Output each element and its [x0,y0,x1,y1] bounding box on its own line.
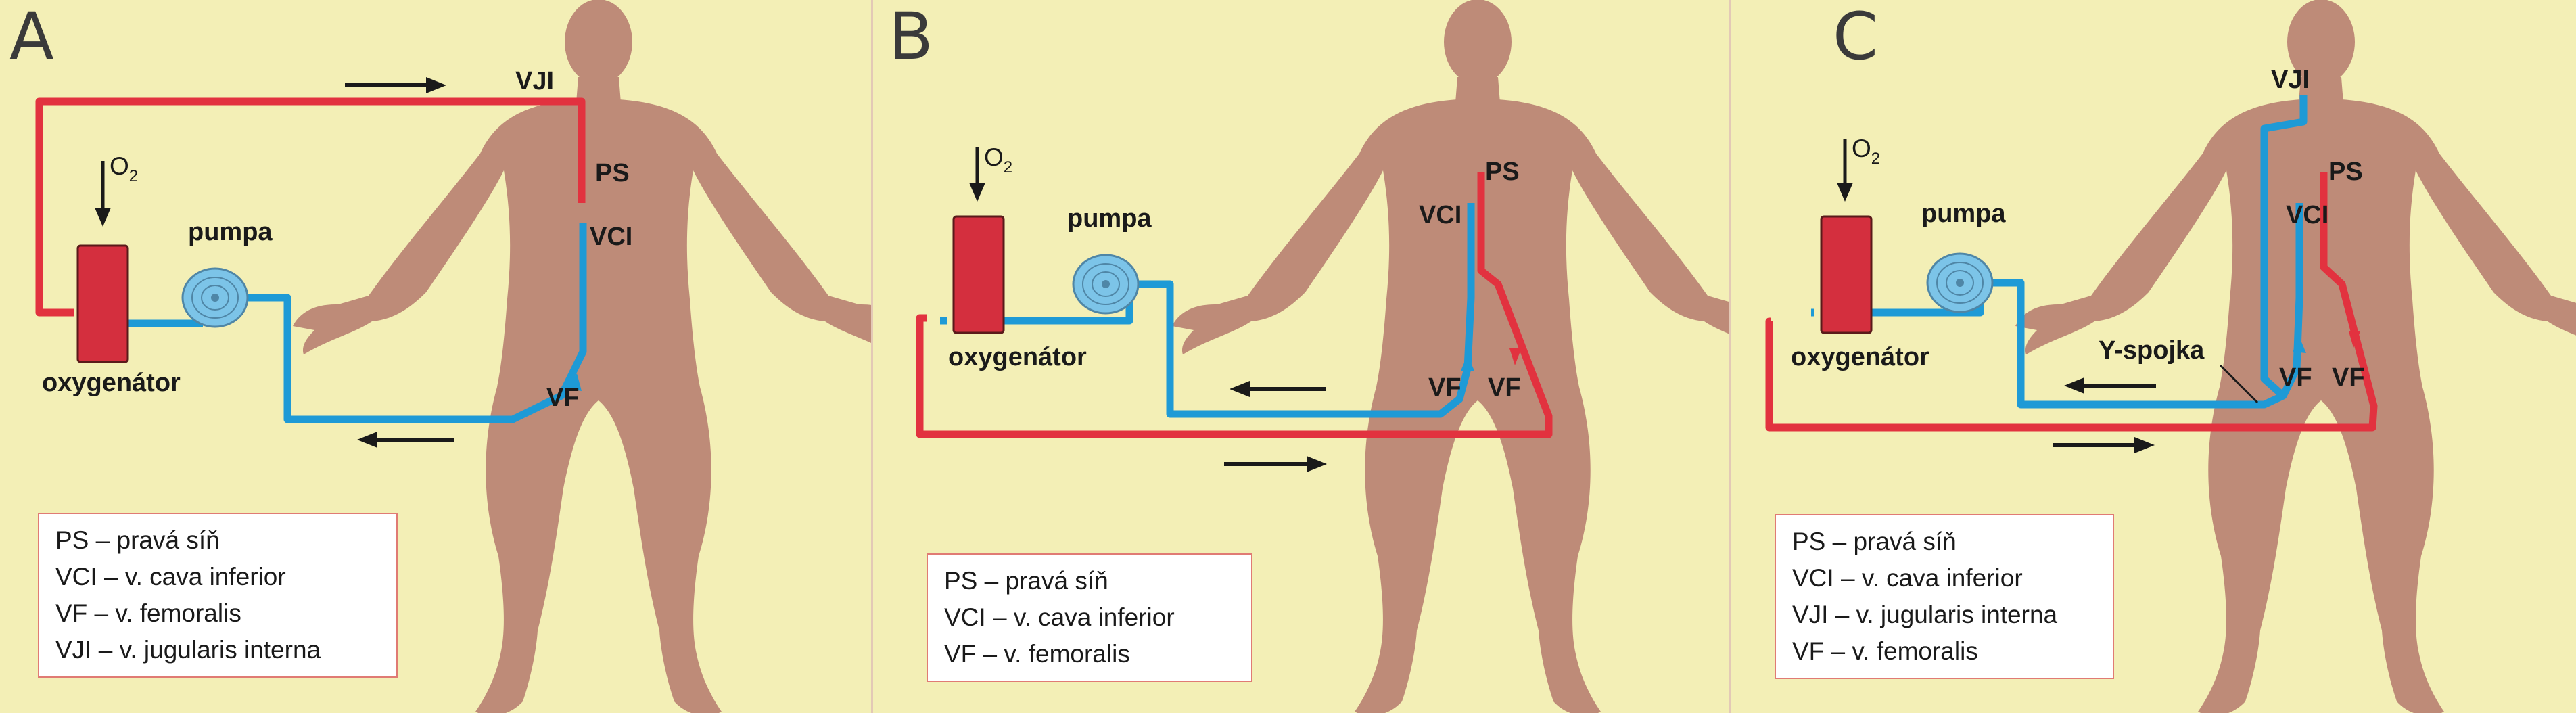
vci-label: VCI [590,223,632,251]
flow-arrow-right [345,77,446,93]
panel-c: O2 pumpa oxygenátor VJI PS VCI VF VF Y-s… [1730,0,2576,713]
legend-item: VF – v. femoralis [1792,637,1978,665]
o2-arrow [95,161,111,227]
o2-arrow [1837,139,1853,202]
panel-c-drawing: O2 pumpa oxygenátor VJI PS VCI VF VF Y-s… [1765,0,2576,713]
ps-label: PS [1485,158,1520,186]
panel-letter: B [889,0,933,74]
venous-direction-marker [2293,337,2306,353]
venous-line [122,223,587,423]
arterial-line [916,172,1553,438]
pump-device [1072,254,1140,315]
ps-label: PS [595,159,630,187]
legend-item: VCI – v. cava inferior [944,603,1175,631]
venous-direction-marker [567,373,582,391]
vci-label: VCI [2286,201,2328,229]
pump-device [181,267,249,328]
arterial-line [35,97,586,317]
arterial-direction-marker [2349,331,2360,348]
o2-label: O2 [984,143,1012,177]
vf-left-label: VF [1428,373,1461,402]
vci-label: VCI [1419,201,1461,229]
oxygenator-label: oxygenátor [1791,343,1929,371]
y-junction-pointer [2219,364,2259,404]
panel-a: O2 pumpa oxygenátor VJI PS VCI VF A PS –… [0,0,872,713]
legend-item: PS – pravá síň [55,526,220,554]
panel-a-drawing: O2 pumpa oxygenátor VJI PS VCI VF [35,0,872,713]
legend-item: VF – v. femoralis [944,640,1130,668]
pump-label: pumpa [1921,200,2006,228]
flow-arrow-left [1230,381,1326,397]
o2-arrow [969,147,985,202]
panel-b-drawing: O2 pumpa oxygenátor PS VCI VF VF [916,0,1730,713]
arterial-direction-marker [1509,348,1522,365]
panel-letter: A [9,0,54,74]
pump-device [1926,252,1994,313]
oxygenator-device [76,244,129,363]
legend-box: PS – pravá síň VCI – v. cava inferior VJ… [1775,514,2114,679]
panel-divider [1729,0,1731,713]
flow-arrow-left [357,432,454,448]
oxygenator-label: oxygenátor [42,369,181,397]
legend-item: PS – pravá síň [944,567,1108,595]
legend-item: VJI – v. jugularis interna [55,636,321,664]
oxygenator-label: oxygenátor [948,343,1087,371]
flow-arrow-right [1224,456,1327,472]
panel-b: O2 pumpa oxygenátor PS VCI VF VF B PS – … [872,0,1730,713]
flow-arrow-left [2064,377,2156,394]
venous-direction-marker [1461,354,1474,371]
vf-left-label: VF [2279,363,2312,392]
ps-label: PS [2328,158,2363,186]
pump-label: pumpa [188,218,273,246]
legend-item: PS – pravá síň [1792,528,1957,555]
vji-label: VJI [2271,66,2310,94]
flow-arrow-right [2053,437,2155,453]
panel-letter: C [1833,0,1879,74]
legend-item: VCI – v. cava inferior [55,563,286,591]
panel-divider [871,0,873,713]
legend-item: VCI – v. cava inferior [1792,564,2023,592]
o2-label: O2 [110,152,138,185]
oxygenator-device [952,215,1005,334]
vji-label: VJI [515,67,554,95]
y-junction-label: Y-spojka [2099,336,2205,365]
legend-box: PS – pravá síň VCI – v. cava inferior VF… [38,513,398,678]
vf-right-label: VF [2332,363,2365,392]
human-figure [1172,0,1730,713]
pump-label: pumpa [1067,204,1152,233]
vf-label: VF [546,384,580,412]
legend-item: VJI – v. jugularis interna [1792,601,2058,628]
vf-right-label: VF [1488,373,1521,402]
arterial-line [1765,172,2378,432]
legend-item: VF – v. femoralis [55,599,241,627]
oxygenator-device [1820,215,1873,334]
o2-label: O2 [1852,135,1880,168]
legend-box: PS – pravá síň VCI – v. cava inferior VF… [927,553,1252,682]
